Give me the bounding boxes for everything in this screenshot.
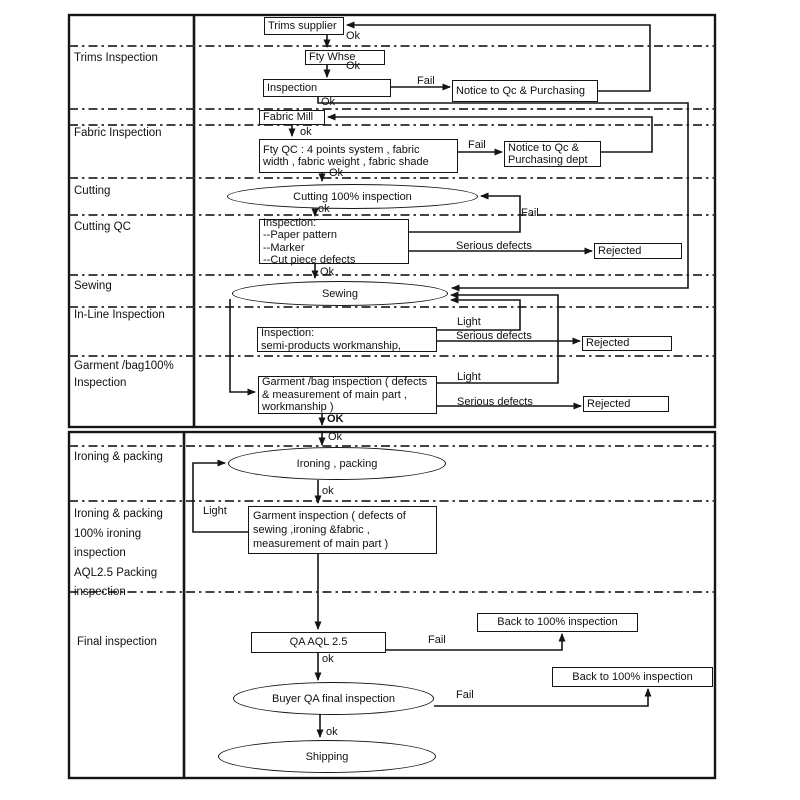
node-fty-qc: Fty QC : 4 points system , fabric width …: [259, 139, 458, 173]
flow-arrows: [192, 21, 689, 738]
edge-label-ok-to-ironing: Ok: [328, 431, 343, 443]
node-fabric-mill: Fabric Mill: [259, 110, 325, 125]
edge-label-serious-defects-garment: Serious defects: [457, 396, 533, 408]
edge-label-serious-defects-cutting: Serious defects: [456, 240, 532, 252]
stage-label-final-inspection: Final inspection: [77, 636, 157, 648]
table-borders: [67, 13, 717, 780]
edge-label-serious-defects-inline: Serious defects: [456, 330, 532, 342]
node-qa-aql: QA AQL 2.5: [251, 632, 386, 653]
edge-label-ok-cutting-100: ok: [318, 203, 330, 215]
node-ironing-packing: Ironing , packing: [228, 447, 446, 480]
node-cutting-qc-inspection: Inspection: --Paper pattern --Marker --C…: [259, 217, 409, 266]
edge-label-ok-trims-supplier: Ok: [346, 30, 361, 42]
node-rejected-cutting: Rejected: [594, 243, 682, 259]
node-back-to-100-a: Back to 100% inspection: [477, 613, 638, 632]
stage-label-fabric-inspection: Fabric Inspection: [74, 127, 162, 139]
stage-label-cutting-qc: Cutting QC: [74, 221, 131, 233]
node-sewing: Sewing: [232, 281, 448, 306]
edge-label-fail-buyer-qa: Fail: [456, 689, 474, 701]
node-buyer-qa-final: Buyer QA final inspection: [233, 682, 434, 715]
node-inline-inspection: Inspection: semi-products workmanship,: [257, 327, 437, 352]
node-inspection-trims: Inspection: [263, 79, 391, 97]
stage-label-cutting: Cutting: [74, 185, 111, 197]
edge-label-ok-fty-whse: Ok: [346, 60, 361, 72]
node-garment-bag-inspection: Garment /bag inspection ( defects & meas…: [258, 376, 437, 414]
stage-label-sewing: Sewing: [74, 280, 112, 292]
node-garment-inspection-100: Garment inspection ( defects of sewing ,…: [248, 506, 437, 554]
node-notice-qc-purchasing: Notice to Qc & Purchasing: [452, 80, 598, 102]
edge-label-ok-qa-aql: ok: [322, 653, 334, 665]
edge-label-ok-fty-qc: Ok: [329, 167, 344, 179]
edge-label-light-garment-bag: Light: [457, 371, 481, 383]
node-shipping: Shipping: [218, 740, 436, 773]
node-notice-qc-purchasing-dept: Notice to Qc & Purchasing dept: [504, 141, 601, 167]
edge-label-light-ironing: Light: [203, 505, 227, 517]
stage-label-ironing-100-aql: Ironing & packing 100% ironing inspectio…: [74, 508, 163, 598]
edge-label-fail-cutting-qc: Fail: [521, 207, 539, 219]
edge-label-ok-garment-bag: OK: [327, 413, 344, 425]
stage-label-garment-bag-100: Garment /bag100% Inspection: [74, 360, 174, 389]
node-rejected-inline: Rejected: [582, 336, 672, 351]
node-trims-supplier: Trims supplier: [264, 17, 344, 35]
edge-label-fail-qa-aql: Fail: [428, 634, 446, 646]
node-cutting-100-inspection: Cutting 100% inspection: [227, 184, 478, 209]
edge-label-ok-buyer-qa: ok: [326, 726, 338, 738]
edge-label-ok-trims-inspection: Ok: [321, 96, 336, 108]
node-back-to-100-b: Back to 100% inspection: [552, 667, 713, 687]
node-fty-whse: Fty Whse: [305, 50, 385, 65]
edge-label-ok-ironing: ok: [322, 485, 334, 497]
edge-label-ok-fabric-mill: ok: [300, 126, 312, 138]
edge-label-fail-fabric: Fail: [468, 139, 486, 151]
node-rejected-garment: Rejected: [583, 396, 669, 412]
stage-label-ironing-packing: Ironing & packing: [74, 451, 163, 463]
stage-label-inline-inspection: In-Line Inspection: [74, 309, 165, 321]
stage-label-trims-inspection: Trims Inspection: [74, 52, 158, 64]
edge-label-fail-trims: Fail: [417, 75, 435, 87]
edge-label-ok-cutting-qc: Ok: [320, 266, 335, 278]
edge-label-light-inline: Light: [457, 316, 481, 328]
